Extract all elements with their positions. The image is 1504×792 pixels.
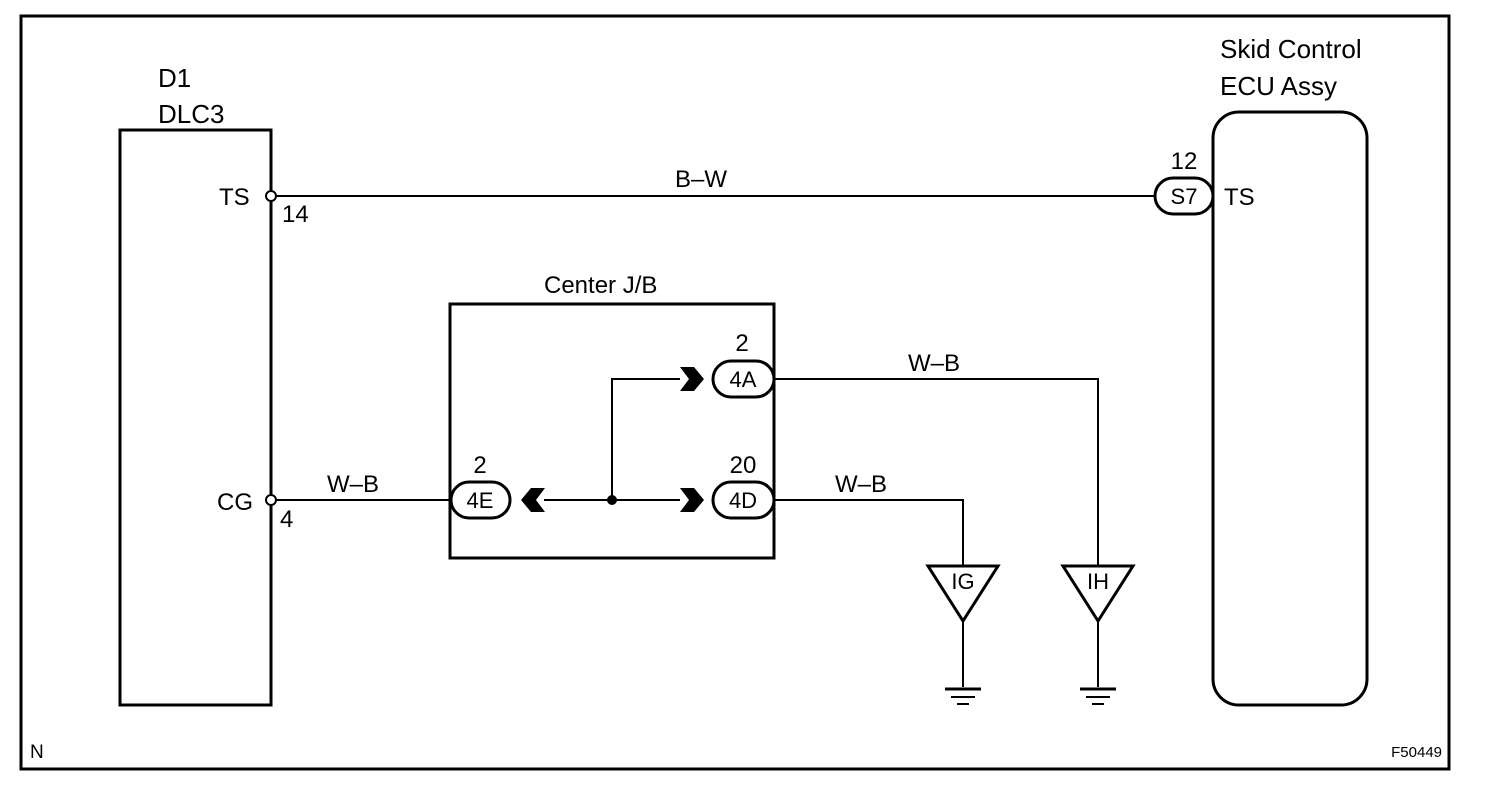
junction-box-name: Center J/B bbox=[544, 272, 657, 299]
connector-4d: 4D 20 bbox=[680, 452, 776, 520]
connector-4e: 4E 2 bbox=[449, 452, 545, 520]
ground-ig-triangle bbox=[925, 564, 1001, 624]
dlc3-cg-terminal bbox=[265, 494, 277, 506]
junction-box-frame bbox=[448, 302, 776, 560]
dlc3-box bbox=[118, 128, 273, 707]
ig-wire bbox=[774, 499, 964, 566]
connector-4a: 4A 2 bbox=[680, 330, 776, 399]
junction-box: Center J/B 4E 2 4A 2 4D 20 bbox=[448, 272, 776, 560]
jb-splice-point bbox=[607, 495, 617, 505]
connector-4a-label: 4A bbox=[730, 367, 757, 392]
connector-4e-label: 4E bbox=[467, 488, 494, 513]
ground-ih-triangle bbox=[1060, 564, 1136, 624]
ground-ig: IG bbox=[925, 564, 1001, 705]
ecu-ts-label: TS bbox=[1224, 184, 1255, 211]
ig-wire-color: W–B bbox=[835, 471, 887, 498]
dlc3-ts-label: TS bbox=[219, 184, 250, 211]
connector-4d-pin-number: 20 bbox=[730, 452, 757, 479]
connector-4d-label: 4D bbox=[729, 488, 757, 513]
ih-wire bbox=[774, 378, 1099, 566]
ecu-ts-connector: S7 bbox=[1171, 184, 1198, 209]
ecu-box bbox=[1211, 110, 1369, 707]
dlc3-cg-label: CG bbox=[217, 489, 253, 516]
connector-4a-pin-number: 2 bbox=[735, 330, 748, 357]
dlc3-ts-terminal bbox=[265, 190, 277, 202]
ground-ih-label: IH bbox=[1087, 569, 1109, 594]
ground-ig-label: IG bbox=[951, 569, 974, 594]
connector-4e-pin-number: 2 bbox=[473, 452, 486, 479]
ih-wire-color: W–B bbox=[908, 350, 960, 377]
ecu-component: Skid Control ECU Assy S7 12 TS bbox=[1153, 34, 1369, 707]
dlc3-component: D1 DLC3 TS 14 CG 4 bbox=[118, 63, 309, 707]
ecu-name-line2: ECU Assy bbox=[1220, 71, 1337, 101]
ecu-ts-pin-number: 12 bbox=[1171, 148, 1198, 175]
ecu-ts-connector-pill bbox=[1153, 176, 1215, 216]
diagram-frame bbox=[19, 14, 1451, 771]
ground-ih: IH bbox=[1060, 564, 1136, 705]
cg-wire-color: W–B bbox=[327, 471, 379, 498]
ecu-name-line1: Skid Control bbox=[1220, 34, 1362, 64]
corner-label: N bbox=[30, 742, 44, 763]
jb-internal-wire-branch bbox=[611, 378, 680, 500]
dlc3-ts-pin-number: 14 bbox=[282, 201, 309, 228]
figure-code: F50449 bbox=[1391, 744, 1442, 761]
dlc3-cg-pin-number: 4 bbox=[280, 506, 293, 533]
dlc3-name: DLC3 bbox=[158, 99, 224, 129]
dlc3-id: D1 bbox=[158, 63, 191, 93]
ts-wire-color: B–W bbox=[675, 166, 727, 193]
